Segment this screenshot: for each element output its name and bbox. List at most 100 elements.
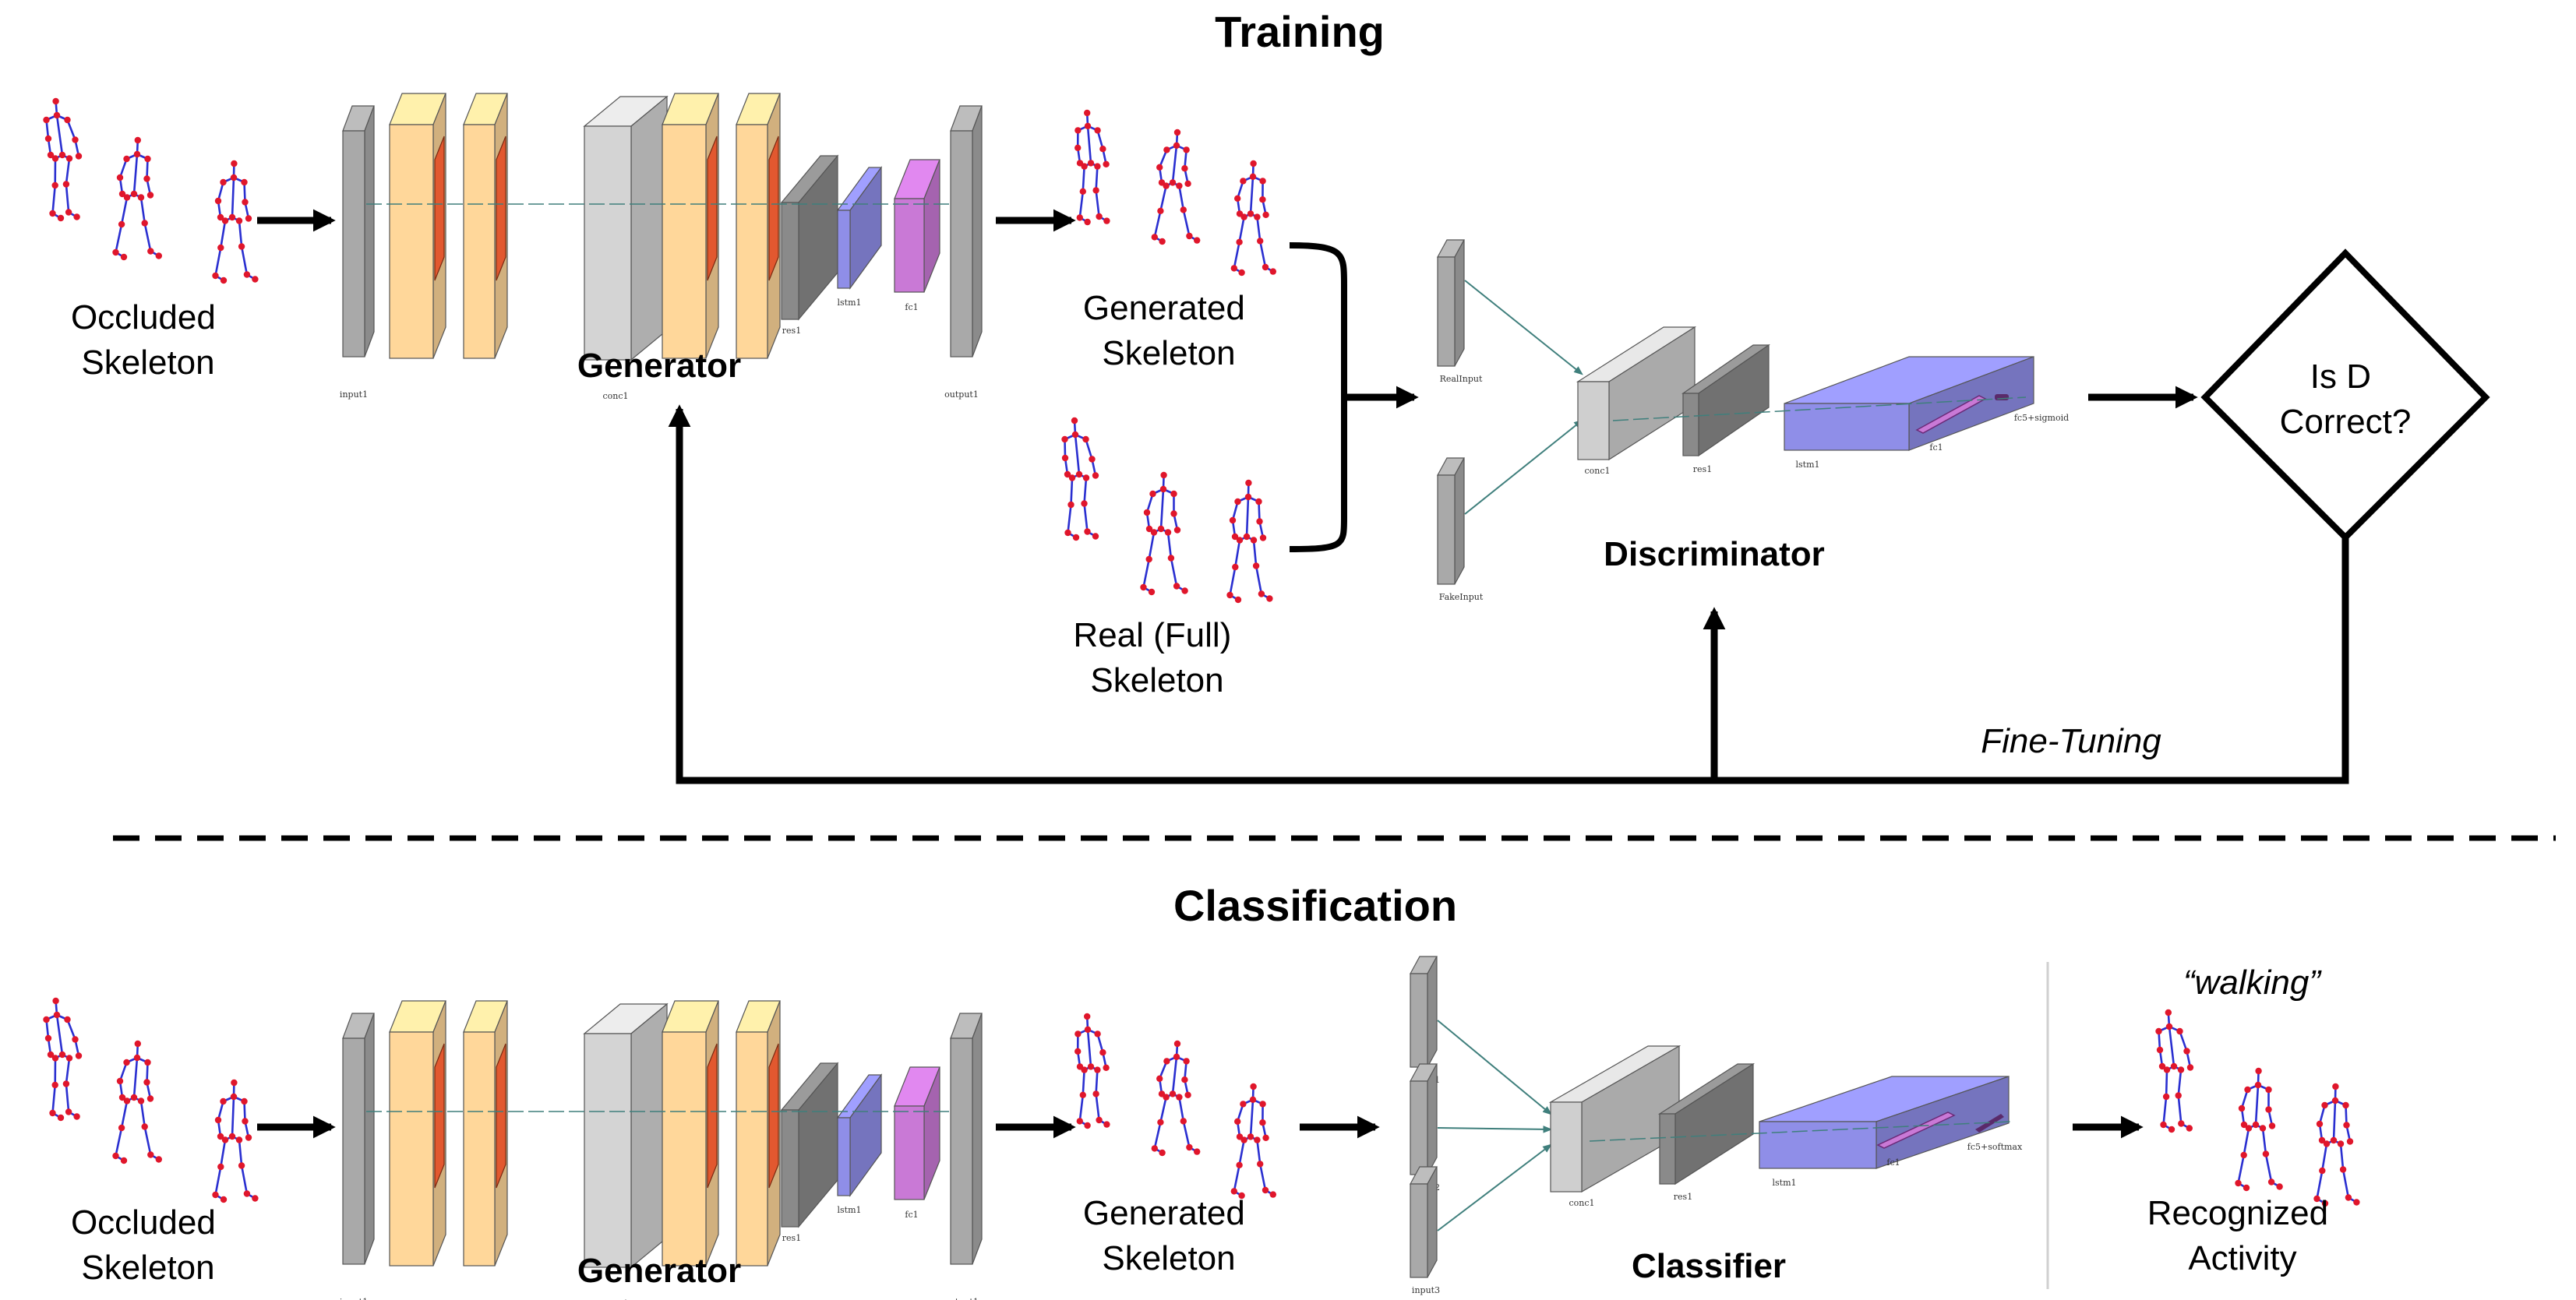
cls-label-fc5: fc5+softmax	[1967, 1142, 2023, 1152]
cls-lstm-layer	[1759, 1076, 2010, 1169]
training-title: Training	[1215, 7, 1385, 56]
disc-label-lstm1: lstm1	[1795, 460, 1819, 470]
gen-label-lstm1: lstm1	[837, 1205, 861, 1215]
disc-res-layer	[1681, 343, 1770, 457]
skeleton-generated-cls-2	[1151, 1040, 1201, 1157]
cls-flow-line	[1589, 1121, 2011, 1142]
gen-decoder-conv-2	[768, 136, 779, 281]
gen-decoder-conv-2	[768, 1043, 779, 1189]
gen-input-layer	[342, 1013, 375, 1265]
disc-fake-input	[1436, 457, 1466, 585]
classification-generated-caption: Generated Skeleton	[1083, 1194, 1254, 1277]
classifier-caption: Classifier	[1632, 1247, 1786, 1285]
cls-input-3	[1409, 1166, 1438, 1278]
occluded-skeletons-classification	[43, 997, 259, 1203]
cls-label-res1: res1	[1674, 1192, 1692, 1202]
gen-fc-layer	[894, 1066, 940, 1200]
gen-label-output1: output1	[944, 1297, 979, 1300]
gen-label-conc1: conc1	[602, 1298, 628, 1300]
generated-skeletons-classification	[1075, 1013, 1277, 1200]
skeleton-occluded-cls-3	[212, 1079, 259, 1203]
classification-title: Classification	[1173, 881, 1457, 930]
cls-label-conc1: conc1	[1569, 1198, 1594, 1208]
fine-tuning-caption: Fine-Tuning	[1981, 722, 2161, 760]
cls-label-input3: input3	[1412, 1285, 1440, 1295]
training-generator-caption: Generator	[577, 347, 741, 385]
disc-fc5-layer	[1995, 394, 2009, 400]
cls-label-lstm1: lstm1	[1772, 1178, 1796, 1188]
gen-encoder-conv-1	[434, 136, 445, 281]
cls-input-2	[1409, 1063, 1438, 1175]
gen-label-res1: res1	[782, 326, 801, 336]
disc-concat-layer	[1576, 326, 1697, 461]
merge-bracket	[1289, 242, 1347, 552]
training-real-caption: Real (Full) Skeleton	[1073, 616, 1240, 699]
gen-encoder-conv-2	[496, 1043, 506, 1189]
disc-edge-real	[1464, 280, 1583, 375]
disc-flow-line	[1612, 396, 2027, 421]
skeleton-generated-train-1	[1075, 109, 1110, 226]
real-skeletons-training	[1061, 417, 1273, 604]
gen-output-layer	[950, 105, 983, 358]
recognized-skeletons	[2155, 1009, 2360, 1207]
gen-encoder-conv-1	[434, 1043, 445, 1189]
skeleton-recognized-2	[2235, 1067, 2283, 1192]
disc-label-conc1: conc1	[1584, 466, 1610, 476]
skeleton-real-train-1	[1061, 417, 1099, 541]
skeleton-occluded-train-3	[212, 160, 259, 284]
cls-fc-layer	[1876, 1112, 1956, 1149]
disc-label-fc5: fc5+sigmoid	[2014, 413, 2069, 423]
skeleton-real-train-3	[1226, 479, 1273, 604]
cls-fc5-layer	[1975, 1114, 2004, 1133]
disc-edge-fake	[1464, 419, 1583, 515]
gen-lstm-layer	[836, 166, 883, 290]
gen-res-layer	[780, 154, 839, 321]
cls-edge-1	[1437, 1020, 1552, 1115]
gen-label-lstm1: lstm1	[837, 298, 861, 308]
skeleton-recognized-3	[2313, 1083, 2360, 1207]
gen-lstm-layer	[836, 1073, 883, 1197]
training-generated-caption: Generated Skeleton	[1083, 289, 1254, 372]
skeleton-occluded-train-2	[112, 136, 162, 261]
classification-generator-caption: Generator	[577, 1252, 741, 1290]
skeleton-generated-cls-3	[1230, 1083, 1277, 1200]
cls-res-layer	[1657, 1062, 1756, 1186]
skeleton-real-train-2	[1140, 471, 1188, 596]
gen-fc-layer	[894, 159, 940, 293]
cls-edge-2	[1437, 1126, 1553, 1133]
gen-label-conc1: conc1	[602, 391, 628, 401]
skeleton-occluded-train-1	[43, 97, 83, 222]
gen-decoder-conv-1	[707, 1043, 718, 1189]
disc-label-fakeinput: FakeInput	[1439, 592, 1484, 602]
cls-label-fc1: fc1	[1886, 1157, 1900, 1168]
gen-label-output1: output1	[944, 389, 979, 400]
cls-input-1	[1409, 956, 1438, 1068]
feedback-to-generator	[668, 404, 2349, 784]
training-input-caption: Occluded Skeleton	[71, 298, 225, 382]
cls-edge-3	[1437, 1143, 1552, 1231]
skeleton-generated-cls-1	[1075, 1013, 1110, 1129]
skeleton-recognized-1	[2155, 1009, 2194, 1133]
classifier-network: input1input2input3conc1res1lstm1fc1fc5+s…	[1409, 956, 2023, 1295]
discriminator-caption: Discriminator	[1604, 535, 1825, 573]
recognized-activity-caption: Recognized Activity	[2147, 1194, 2338, 1277]
occluded-skeletons-training	[43, 97, 259, 284]
disc-label-fc1: fc1	[1929, 442, 1943, 453]
disc-label-realinput: RealInput	[1440, 374, 1483, 384]
skeleton-occluded-cls-1	[43, 997, 83, 1122]
gen-decoder-conv-1	[707, 136, 718, 281]
skeleton-occluded-cls-2	[112, 1040, 162, 1164]
gen-label-fc1: fc1	[905, 1210, 918, 1220]
cls-concat-layer	[1548, 1045, 1681, 1193]
disc-label-res1: res1	[1693, 464, 1712, 474]
gen-label-input1: input1	[340, 1297, 368, 1300]
output-quote: “walking”	[2183, 964, 2322, 1002]
decision-caption: Is D Correct?	[2280, 358, 2412, 441]
gen-label-input1: input1	[340, 389, 368, 400]
gen-label-res1: res1	[782, 1233, 801, 1243]
gen-output-layer	[950, 1013, 983, 1265]
skeleton-generated-train-3	[1230, 160, 1277, 277]
